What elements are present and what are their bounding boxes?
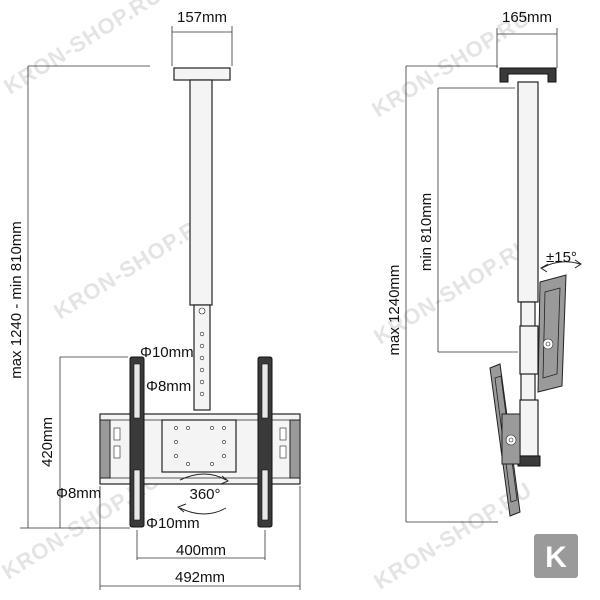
height-range-label: max 1240 - min 810mm	[8, 221, 25, 379]
side-max-height-label: max 1240mm	[386, 265, 403, 356]
bracket-height-dimension: 420mm	[39, 356, 128, 528]
side-min-height-dimension: min 810mm	[418, 87, 518, 353]
plate-right-flange	[289, 419, 301, 479]
upper-tilt-bracket	[519, 274, 567, 393]
side-min-height-label: min 810mm	[418, 193, 435, 271]
top-plate-width-label: 157mm	[177, 9, 227, 26]
tilt-angle-indicator	[540, 259, 582, 273]
plate-left-flange	[99, 419, 111, 479]
left-bracket-arm	[129, 356, 145, 528]
side-top-plate-width-label: 165mm	[502, 9, 552, 26]
hole-diameter-top-2-label: Φ8mm	[146, 378, 191, 395]
overall-width-label: 492mm	[175, 569, 225, 586]
overall-width-dimension: 492mm	[99, 486, 301, 590]
right-bracket-arm	[257, 356, 273, 528]
height-range-dimension: max 1240 - min 810mm	[8, 65, 150, 529]
center-plate-holes	[174, 426, 226, 466]
watermark-text: KRON-SHOP.RU	[0, 0, 167, 99]
top-plate-dimension: 157mm	[171, 9, 233, 66]
brand-logo-letter: K	[545, 541, 567, 574]
lower-tilt-bracket	[489, 363, 541, 517]
rotation-arrow-icon	[177, 473, 229, 515]
rotation-label: 360°	[189, 486, 220, 503]
hole-diameter-bottom-2-label: Φ10mm	[146, 515, 200, 532]
brand-logo: K	[534, 534, 578, 578]
side-ceiling-plate	[499, 67, 557, 83]
vesa-width-dimension: 400mm	[136, 530, 266, 560]
side-max-height-dimension: max 1240mm	[386, 65, 498, 523]
vesa-width-label: 400mm	[176, 542, 226, 559]
tilt-angle-label: ±15°	[546, 249, 577, 266]
side-outer-pole	[517, 81, 539, 303]
hole-diameter-bottom-1-label: Φ8mm	[56, 485, 101, 502]
front-view: 157mm max 1240 - min 810mm 420mm	[8, 9, 301, 590]
bracket-height-label: 420mm	[39, 417, 56, 467]
side-top-plate-dimension: 165mm	[496, 9, 558, 68]
hole-diameter-top-1-label: Φ10mm	[140, 344, 194, 361]
pole-lock-screw	[198, 307, 206, 315]
side-view: 165mm max 1240mm min 810mm	[386, 9, 582, 523]
pole-adjust-holes	[199, 331, 205, 397]
ceiling-plate	[173, 67, 231, 81]
outer-pole	[189, 79, 213, 306]
